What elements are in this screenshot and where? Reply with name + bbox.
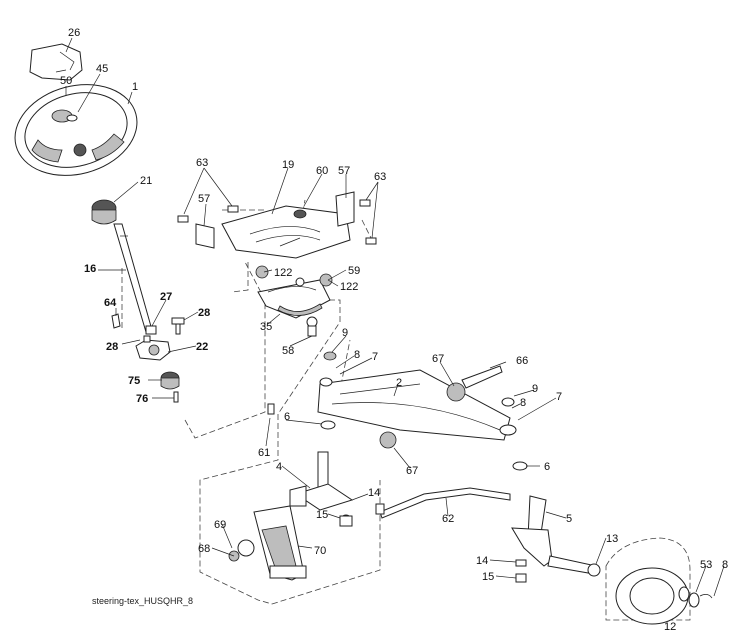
callout-5: 5 bbox=[566, 513, 572, 525]
callout-68: 68 bbox=[198, 543, 210, 555]
callout-16: 16 bbox=[84, 263, 96, 275]
callout-60: 60 bbox=[316, 165, 328, 177]
callout-122-right: 122 bbox=[340, 281, 358, 293]
callout-76: 76 bbox=[136, 393, 148, 405]
shaft-lower-parts bbox=[111, 313, 185, 403]
callout-53: 53 bbox=[700, 559, 712, 571]
callout-9-left: 9 bbox=[342, 327, 348, 339]
callout-62: 62 bbox=[442, 513, 454, 525]
callout-2: 2 bbox=[396, 377, 402, 389]
callout-1: 1 bbox=[132, 81, 138, 93]
wheel-cap bbox=[29, 43, 83, 81]
callout-7-right: 7 bbox=[556, 391, 562, 403]
tie-rod bbox=[379, 487, 511, 519]
callout-61: 61 bbox=[258, 447, 270, 459]
callout-6-left: 6 bbox=[284, 411, 290, 423]
callout-28-lower: 28 bbox=[106, 341, 118, 353]
pedal-bracket bbox=[228, 505, 307, 581]
callout-6-right: 6 bbox=[544, 461, 550, 473]
steering-wheel bbox=[14, 84, 138, 176]
leader-lines bbox=[65, 37, 725, 597]
callout-35: 35 bbox=[260, 321, 272, 333]
callout-22: 22 bbox=[196, 341, 208, 353]
diagram-footer-label: steering-tex_HUSQHR_8 bbox=[92, 596, 193, 606]
callout-28-upper: 28 bbox=[198, 307, 210, 319]
sector-gear bbox=[255, 265, 333, 337]
callout-8-right: 8 bbox=[520, 397, 526, 409]
callout-63-left: 63 bbox=[196, 157, 208, 169]
callout-69: 69 bbox=[214, 519, 226, 531]
callout-19: 19 bbox=[282, 159, 294, 171]
callout-labels: 26 45 50 1 21 16 64 27 28 28 22 75 76 63… bbox=[60, 27, 728, 633]
callout-8-left: 8 bbox=[354, 349, 360, 361]
callout-14-right: 14 bbox=[476, 555, 488, 567]
callout-66: 66 bbox=[516, 355, 528, 367]
hardware bbox=[177, 199, 527, 583]
callout-26: 26 bbox=[68, 27, 80, 39]
callout-57-right: 57 bbox=[338, 165, 350, 177]
callout-58: 58 bbox=[282, 345, 294, 357]
callout-67-upper: 67 bbox=[432, 353, 444, 365]
callout-4: 4 bbox=[276, 461, 282, 473]
callout-122-left: 122 bbox=[274, 267, 292, 279]
front-axle bbox=[317, 351, 528, 471]
callout-75: 75 bbox=[128, 375, 140, 387]
callout-21: 21 bbox=[140, 175, 152, 187]
callout-45: 45 bbox=[96, 63, 108, 75]
callout-59: 59 bbox=[348, 265, 360, 277]
callout-50: 50 bbox=[60, 75, 72, 87]
callout-13: 13 bbox=[606, 533, 618, 545]
callout-64: 64 bbox=[104, 297, 117, 309]
steering-shaft bbox=[91, 199, 153, 333]
callout-7-left: 7 bbox=[372, 351, 378, 363]
callout-15-left: 15 bbox=[316, 509, 328, 521]
callout-8-wheel: 8 bbox=[722, 559, 728, 571]
callout-70: 70 bbox=[314, 545, 326, 557]
callout-14-left: 14 bbox=[368, 487, 380, 499]
front-wheel bbox=[587, 537, 713, 625]
callout-57-left: 57 bbox=[198, 193, 210, 205]
callout-63-right: 63 bbox=[374, 171, 386, 183]
callout-67-lower: 67 bbox=[406, 465, 418, 477]
bracket-plate bbox=[195, 191, 355, 259]
callout-15-right: 15 bbox=[482, 571, 494, 583]
callout-9-right: 9 bbox=[532, 383, 538, 395]
callout-12: 12 bbox=[664, 621, 676, 632]
callout-27: 27 bbox=[160, 291, 172, 303]
